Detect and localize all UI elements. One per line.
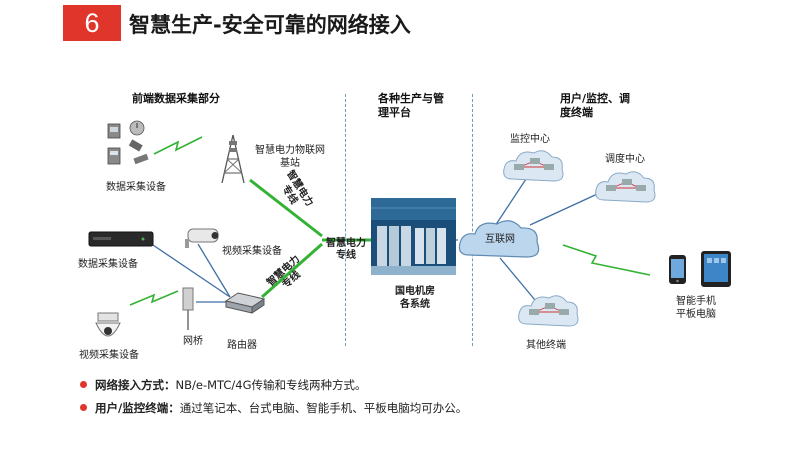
sensor-cluster-icon <box>107 120 149 165</box>
label-bridge: 网桥 <box>183 336 203 347</box>
dedicated-line-router <box>261 242 323 299</box>
bridge-antenna-icon <box>182 287 194 330</box>
section-header-platform: 各种生产与管 理平台 <box>378 92 444 119</box>
bullet-text: NB/e-MTC/4G传输和专线两种方式。 <box>175 378 367 392</box>
bullet-list: 网络接入方式：NB/e-MTC/4G传输和专线两种方式。 用户/监控终端：通过笔… <box>80 378 467 424</box>
label-dedicated-line-main: 智慧电力 专线 <box>326 238 366 261</box>
cloud-icon <box>503 150 564 182</box>
label-video-device-2: 视频采集设备 <box>79 350 139 361</box>
bullet-text: 通过笔记本、台式电脑、智能手机、平板电脑均可办公。 <box>179 401 468 415</box>
cloud-icon <box>458 220 540 258</box>
link-internet-other <box>499 257 541 307</box>
smartphone-icon <box>669 255 686 284</box>
section-header-user-terminal: 用户/监控、调 度终端 <box>560 92 631 119</box>
bullet-item: 网络接入方式：NB/e-MTC/4G传输和专线两种方式。 <box>80 378 467 392</box>
nvr-icon <box>88 231 154 247</box>
dedicated-line-tower <box>249 178 323 238</box>
page-title: 智慧生产-安全可靠的网络接入 <box>129 13 411 37</box>
server-room-icon <box>371 198 456 275</box>
tablet-icon <box>701 251 731 287</box>
bullet-key: 用户/监控终端： <box>95 401 180 415</box>
lightning-icon <box>562 244 651 276</box>
lightning-icon <box>129 290 179 306</box>
cloud-icon <box>595 171 656 203</box>
bullet-dot <box>80 404 87 411</box>
label-mobile-devices: 智能手机 平板电脑 <box>676 296 716 320</box>
link-internet-dispatch <box>529 189 607 226</box>
cloud-icon <box>518 295 579 327</box>
lightning-icon <box>153 136 203 155</box>
dome-camera-icon <box>95 312 121 337</box>
section-number-badge: 6 <box>63 5 121 41</box>
label-monitor-center: 监控中心 <box>510 134 550 145</box>
link-nvr-router <box>149 242 231 298</box>
cell-tower-icon <box>221 134 245 184</box>
divider-left <box>345 94 346 346</box>
router-icon <box>224 292 266 314</box>
bullet-key: 网络接入方式： <box>95 378 176 392</box>
bullet-dot <box>80 381 87 388</box>
label-video-device-1: 视频采集设备 <box>222 246 282 257</box>
label-other-terminals: 其他终端 <box>526 340 566 351</box>
label-dispatch-center: 调度中心 <box>605 154 645 165</box>
label-machine-room: 国电机房 各系统 <box>395 286 435 310</box>
wireless-links <box>129 136 651 306</box>
label-data-collection-1: 数据采集设备 <box>106 182 166 193</box>
label-internet: 互联网 <box>485 234 515 245</box>
section-header-front-end: 前端数据采集部分 <box>132 92 220 105</box>
label-iot-base-station: 智慧电力物联网 基站 <box>255 145 325 169</box>
bullet-item: 用户/监控终端：通过笔记本、台式电脑、智能手机、平板电脑均可办公。 <box>80 401 467 415</box>
link-camera-router <box>197 243 231 298</box>
divider-right <box>472 94 473 346</box>
bullet-camera-icon <box>185 228 219 248</box>
label-router: 路由器 <box>227 340 257 351</box>
label-data-collection-2: 数据采集设备 <box>78 259 138 270</box>
